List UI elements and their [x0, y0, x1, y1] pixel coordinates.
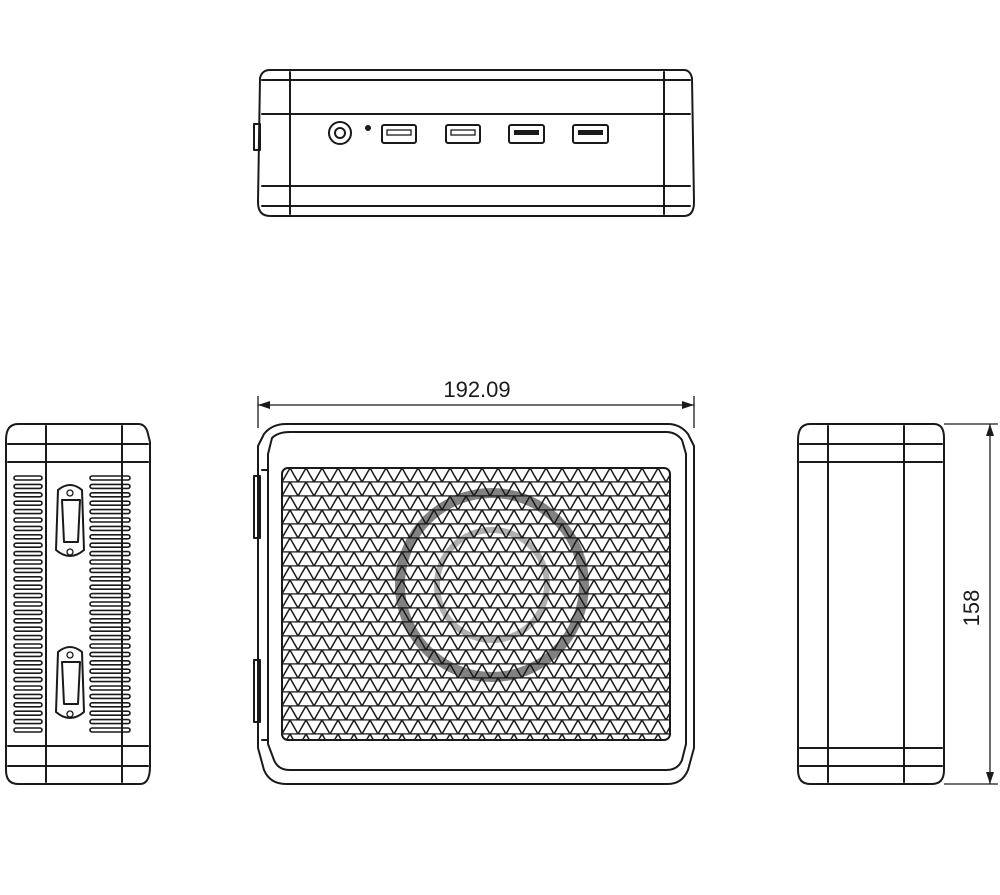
vent-slot	[89, 575, 131, 582]
vent-slot	[13, 659, 43, 666]
vent-slot	[89, 727, 131, 733]
width-label: 192.09	[443, 377, 510, 402]
vent-slot	[13, 592, 43, 599]
vent-slot	[13, 685, 43, 691]
vent-slot	[89, 609, 131, 616]
vent-slot	[13, 533, 43, 540]
vent-slot	[89, 634, 131, 641]
vent-slot	[89, 701, 131, 708]
vent-slot	[13, 567, 43, 574]
vent-slot	[13, 668, 43, 675]
power-button-icon	[328, 121, 352, 145]
vent-slot	[89, 693, 131, 700]
width-dimension: 192.09	[257, 377, 695, 428]
height-dimension: 158	[944, 423, 998, 785]
led-indicator-icon	[365, 125, 371, 131]
vent-slot	[13, 542, 43, 549]
vent-slot	[13, 525, 43, 532]
right-side-view	[797, 423, 945, 785]
vent-slot	[89, 517, 131, 523]
vent-slot	[13, 475, 43, 481]
vent-slot	[89, 668, 131, 675]
vent-slot	[89, 718, 131, 725]
vent-slot	[89, 508, 131, 515]
vent-slot	[89, 491, 131, 498]
vent-slot	[13, 609, 43, 616]
vent-slot	[13, 550, 43, 557]
vent-slots-left	[13, 475, 43, 733]
vent-slot	[13, 483, 43, 490]
vent-slot	[89, 559, 131, 565]
top-view	[253, 423, 695, 785]
vent-slot	[13, 693, 43, 700]
vent-slot	[13, 643, 43, 649]
vent-slot	[13, 508, 43, 515]
vent-slot	[13, 559, 43, 565]
vent-slot	[13, 626, 43, 633]
vent-slot	[13, 676, 43, 683]
vent-slot	[89, 651, 131, 658]
vent-slot	[89, 500, 131, 507]
vent-slot	[89, 525, 131, 532]
vent-slot	[89, 710, 131, 717]
vent-slot	[13, 727, 43, 733]
vent-slot	[13, 634, 43, 641]
vent-slot	[89, 550, 131, 557]
vent-slot	[13, 517, 43, 523]
vent-slot	[89, 542, 131, 549]
usb-port-icon	[508, 124, 545, 144]
vent-slot	[89, 483, 131, 490]
vent-slot	[89, 617, 131, 624]
vent-slot	[13, 575, 43, 582]
vent-slot	[89, 584, 131, 591]
vent-slot	[89, 533, 131, 540]
front-view	[253, 69, 695, 217]
vent-slot	[13, 701, 43, 708]
vent-slot	[13, 710, 43, 717]
usb-port-icon	[572, 124, 609, 144]
vent-slot	[89, 676, 131, 683]
vent-slot	[89, 475, 131, 481]
vent-slot	[13, 617, 43, 624]
serial-port-icon	[55, 484, 85, 557]
vent-slot	[13, 491, 43, 498]
vent-slots-right	[89, 475, 131, 733]
height-label: 158	[959, 590, 984, 627]
vent-slot	[89, 685, 131, 691]
vent-slot	[13, 651, 43, 658]
vent-slot	[89, 643, 131, 649]
vent-mesh	[281, 467, 671, 741]
vent-slot	[89, 659, 131, 666]
vent-slot	[89, 626, 131, 633]
usb-port-icon	[445, 124, 481, 144]
vent-slot	[13, 500, 43, 507]
left-side-view	[5, 423, 151, 785]
vent-slot	[13, 718, 43, 725]
vent-slot	[89, 601, 131, 607]
serial-port-icon	[55, 646, 85, 719]
usb-port-icon	[381, 124, 417, 144]
vent-slot	[13, 601, 43, 607]
vent-slot	[89, 567, 131, 574]
vent-slot	[89, 592, 131, 599]
vent-slot	[13, 584, 43, 591]
